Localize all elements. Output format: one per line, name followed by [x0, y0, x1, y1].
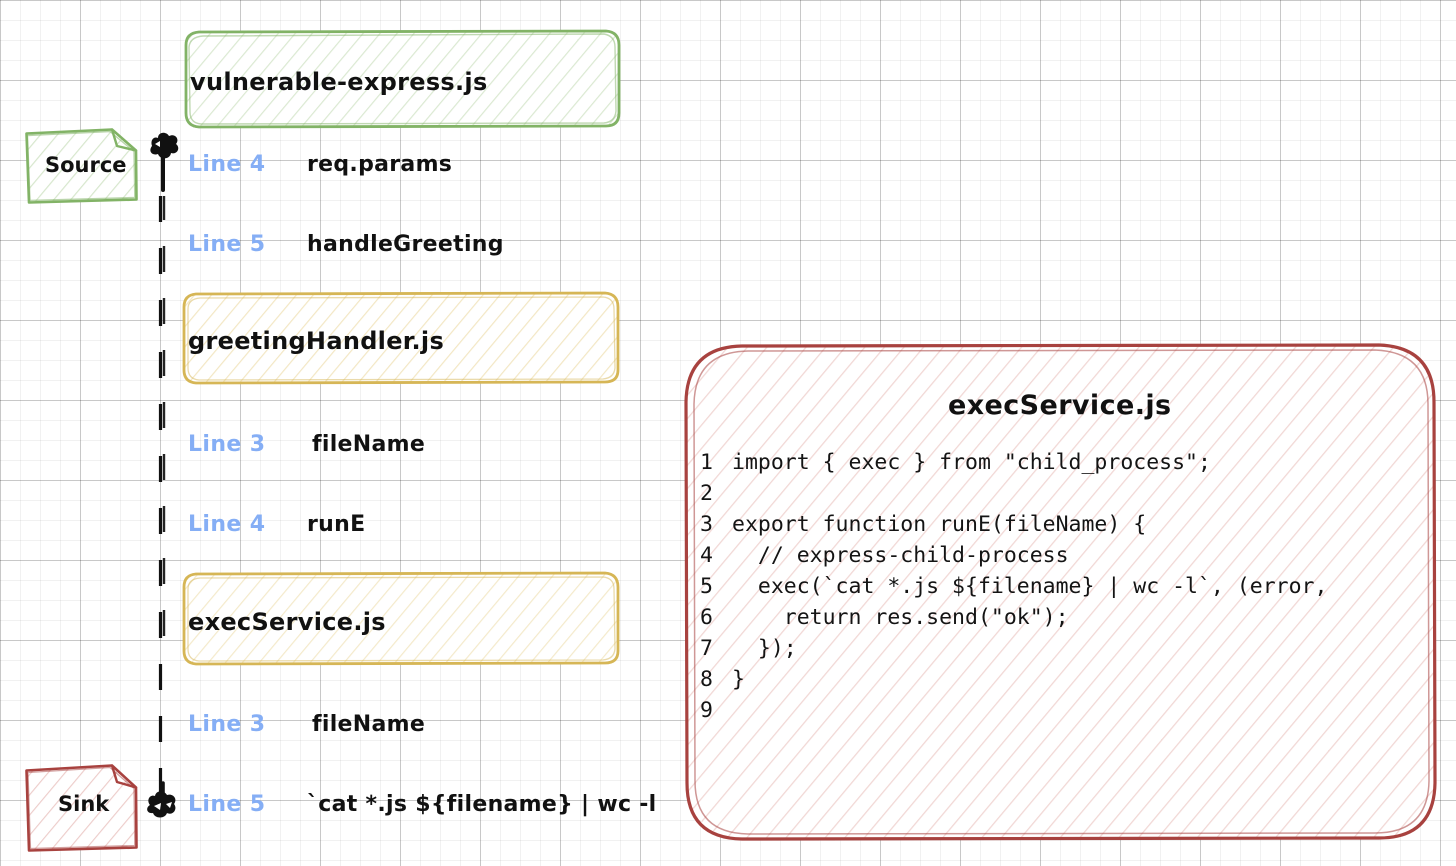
code-line-number: 9	[700, 698, 713, 723]
source-note-shape[interactable]	[25, 128, 138, 204]
code-line-number: 8	[700, 667, 713, 692]
code-panel-title: execService.js	[948, 390, 1172, 421]
step-line-label-3[interactable]: Line 3	[188, 432, 266, 457]
sink-note-shape[interactable]	[25, 764, 138, 852]
source-marker-icon	[150, 132, 179, 192]
file-box-title-exec-service: execService.js	[188, 608, 386, 636]
taint-flow-connector	[158, 196, 166, 800]
code-line-text: export function runE(fileName) {	[732, 512, 1147, 537]
code-line-row: 2	[700, 481, 1440, 512]
step-symbol-5: fileName	[312, 712, 426, 737]
code-line-number: 5	[700, 574, 713, 599]
step-line-label-1[interactable]: Line 4	[188, 152, 266, 177]
source-node-label: Source	[45, 153, 127, 177]
step-line-label-4[interactable]: Line 4	[188, 512, 266, 537]
step-symbol-3: fileName	[312, 432, 426, 457]
file-box-greeting-handler[interactable]	[182, 291, 620, 385]
code-line-number: 4	[700, 543, 713, 568]
file-box-vulnerable-express[interactable]	[184, 29, 621, 129]
code-line-number: 6	[700, 605, 713, 630]
code-panel-body[interactable]: 1 import { exec } from "child_process"; …	[700, 450, 1440, 729]
code-line-text: }	[732, 667, 745, 692]
step-symbol-4: runE	[307, 512, 366, 537]
code-line-row: 6 return res.send("ok");	[700, 605, 1440, 636]
code-line-row: 1 import { exec } from "child_process";	[700, 450, 1440, 481]
code-line-number: 7	[700, 636, 713, 661]
code-line-row: 4 // express-child-process	[700, 543, 1440, 574]
code-panel-shape[interactable]	[684, 343, 1437, 841]
step-line-label-2[interactable]: Line 5	[188, 232, 266, 257]
code-line-row: 3 export function runE(fileName) {	[700, 512, 1440, 543]
step-line-label-6[interactable]: Line 5	[188, 792, 266, 817]
code-line-row: 5 exec(`cat *.js ${filename} | wc -l`, (…	[700, 574, 1440, 605]
code-line-row: 7 });	[700, 636, 1440, 667]
code-line-text: return res.send("ok");	[732, 605, 1069, 630]
file-box-title-greeting-handler: greetingHandler.js	[188, 327, 445, 355]
code-line-text: // express-child-process	[732, 543, 1069, 568]
code-line-text: });	[732, 636, 797, 661]
code-line-number: 2	[700, 481, 713, 506]
step-line-label-5[interactable]: Line 3	[188, 712, 266, 737]
code-line-text: import { exec } from "child_process";	[732, 450, 1211, 475]
sink-marker-icon	[147, 781, 176, 818]
file-box-title-vulnerable-express: vulnerable-express.js	[190, 68, 488, 96]
code-line-text: exec(`cat *.js ${filename} | wc -l`, (er…	[732, 574, 1328, 599]
step-symbol-1: req.params	[307, 152, 453, 177]
code-line-row: 8 }	[700, 667, 1440, 698]
code-line-row: 9	[700, 698, 1440, 729]
code-line-number: 1	[700, 450, 713, 475]
step-symbol-2: handleGreeting	[307, 232, 504, 257]
file-box-exec-service[interactable]	[182, 571, 620, 666]
code-line-number: 3	[700, 512, 713, 537]
sink-node-label: Sink	[58, 792, 110, 816]
step-symbol-6: `cat *.js ${filename} | wc -l	[307, 792, 657, 817]
